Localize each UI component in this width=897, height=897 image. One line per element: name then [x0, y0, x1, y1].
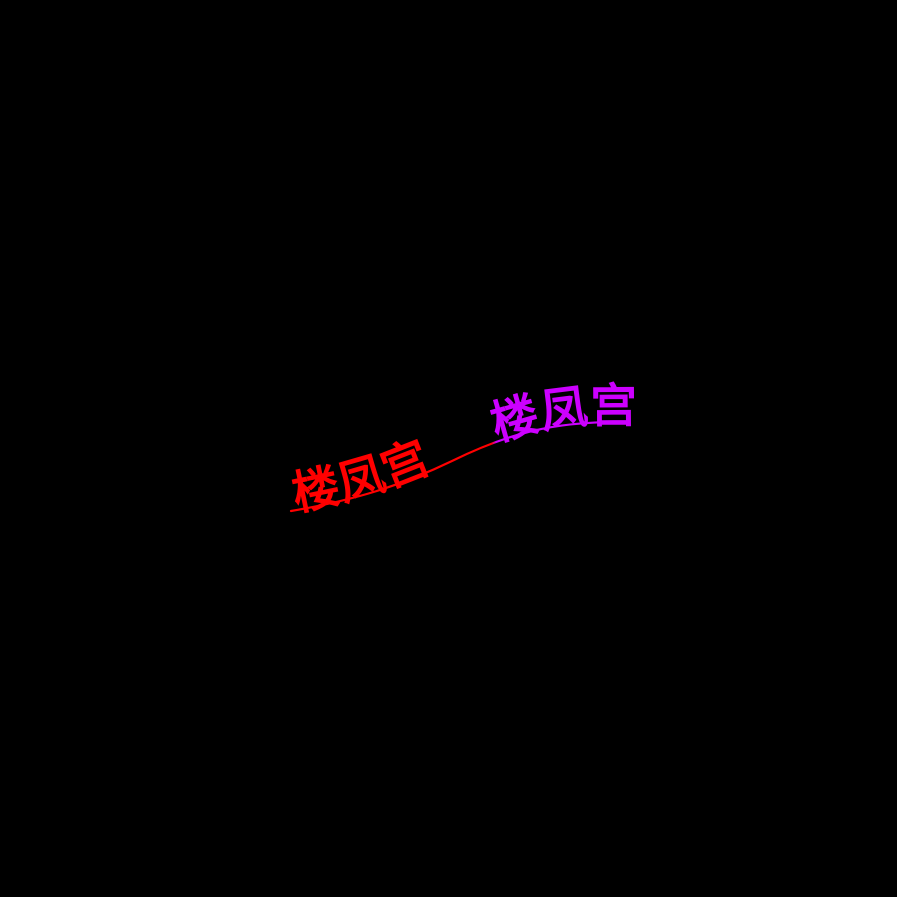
text-on-path-graphic: 楼凤宫 楼凤宫 — [0, 0, 897, 897]
background-rect — [0, 0, 897, 897]
artwork-canvas: 楼凤宫 楼凤宫 — [0, 0, 897, 897]
